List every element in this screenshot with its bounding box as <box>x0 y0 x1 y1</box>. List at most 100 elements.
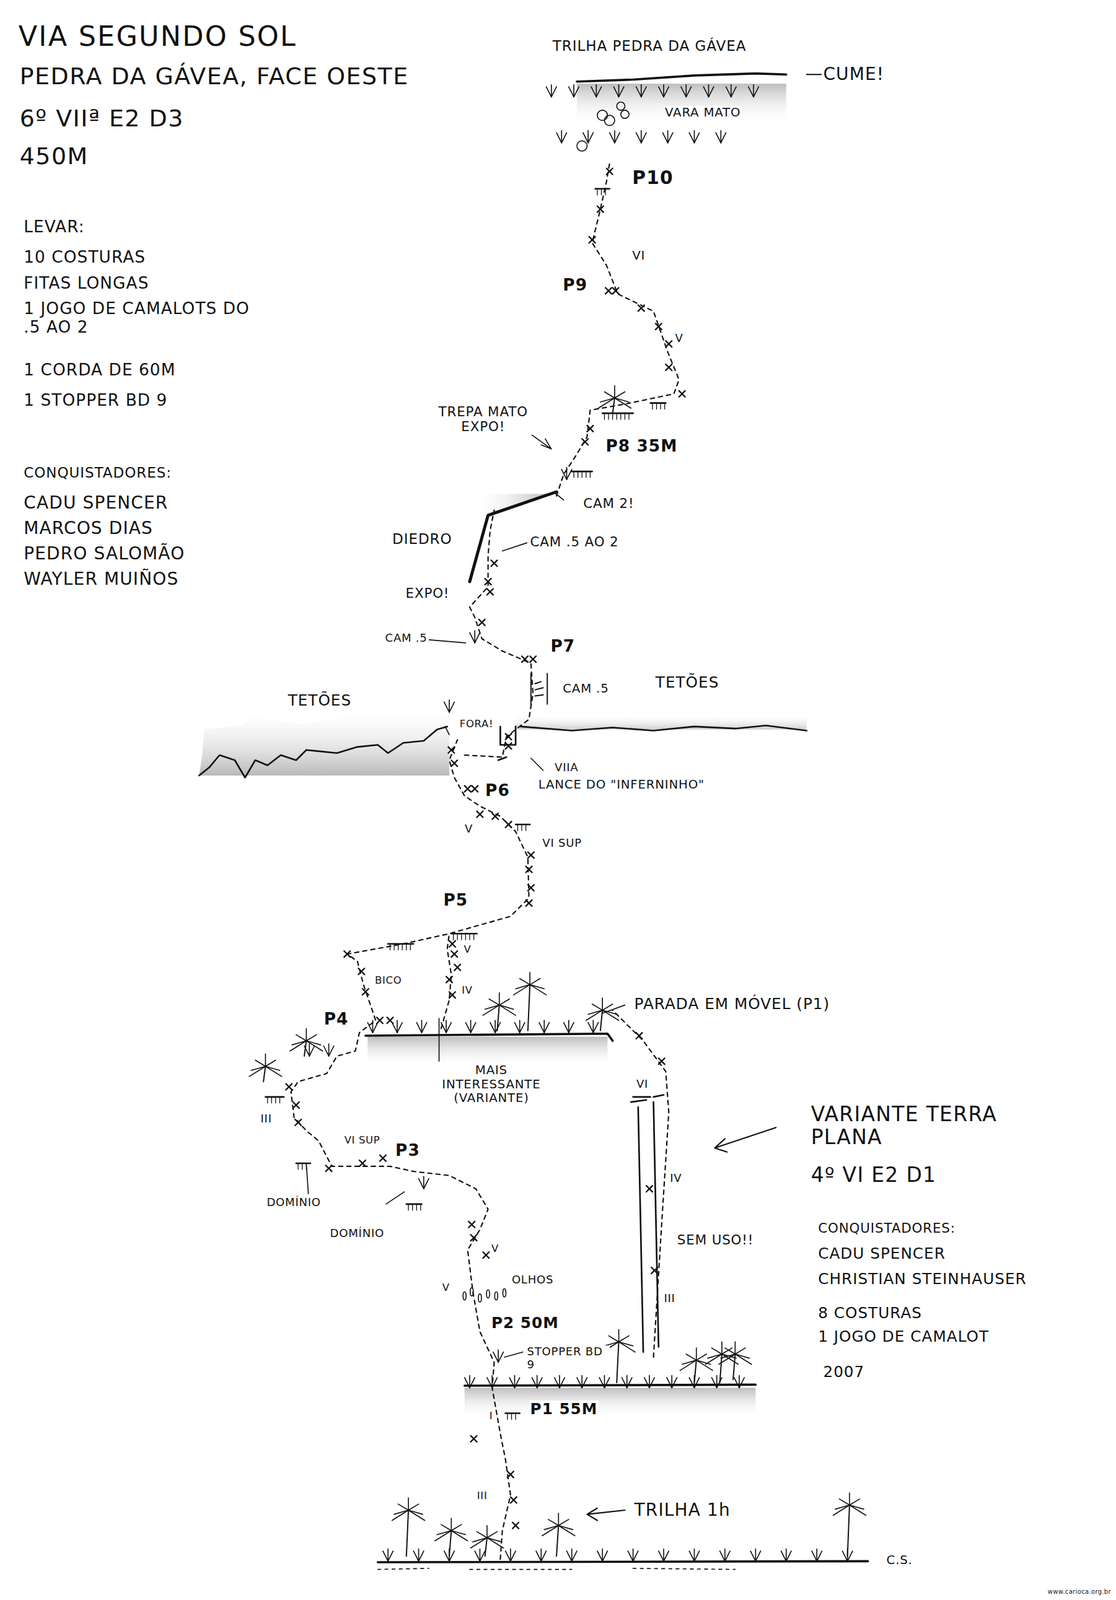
stroke <box>521 824 522 831</box>
stroke <box>468 1221 475 1229</box>
stroke <box>421 1023 427 1033</box>
stroke <box>612 413 613 420</box>
stroke <box>526 866 533 874</box>
stroke <box>526 900 533 907</box>
topo-note: STOPPER BD 9 <box>526 1345 611 1372</box>
stroke <box>479 1551 485 1562</box>
stroke <box>293 1102 300 1109</box>
stroke <box>451 933 477 936</box>
stroke <box>408 1510 423 1516</box>
topo-note: TREPA MATO EXPO! <box>430 404 536 435</box>
stroke <box>750 1551 756 1562</box>
stroke <box>694 1551 699 1562</box>
stroke <box>517 824 519 831</box>
stroke <box>527 852 535 859</box>
stroke <box>296 1034 307 1042</box>
stroke <box>514 1378 520 1389</box>
stroke <box>664 403 665 410</box>
stroke <box>512 1523 519 1530</box>
belay-label: P4 <box>322 1010 351 1029</box>
topo-note: V <box>462 944 473 957</box>
topo-note: 4º VI E2 D1 <box>809 1163 939 1188</box>
topo-note: DOMÍNIO <box>329 1227 386 1241</box>
stroke <box>461 933 462 941</box>
stroke <box>696 1354 707 1361</box>
stroke <box>641 86 647 97</box>
stroke <box>506 1414 508 1421</box>
stroke <box>519 979 530 986</box>
stroke <box>449 941 456 948</box>
stroke <box>734 1354 752 1365</box>
stroke <box>490 1023 496 1033</box>
stroke <box>423 1179 429 1190</box>
stroke <box>454 964 461 972</box>
stroke <box>689 1378 695 1389</box>
stroke <box>544 1526 559 1531</box>
stroke <box>644 1378 650 1389</box>
stroke <box>304 1046 310 1057</box>
stroke <box>301 1163 303 1170</box>
stroke <box>265 1054 267 1068</box>
topo-note: PARADA EM MÓVEL (P1) <box>633 995 832 1014</box>
topo-note: III <box>475 1490 489 1503</box>
stroke <box>663 86 669 97</box>
stroke <box>470 1234 478 1242</box>
stroke <box>413 1551 419 1562</box>
stroke <box>367 1023 373 1033</box>
stroke <box>510 1497 517 1504</box>
stroke <box>279 1097 281 1104</box>
topo-note: V <box>441 1282 452 1295</box>
stroke <box>614 397 631 408</box>
stroke <box>526 900 533 907</box>
stroke <box>470 1538 488 1549</box>
stroke <box>471 785 478 792</box>
stroke <box>614 397 629 403</box>
stroke <box>721 1342 723 1355</box>
topo-note: OLHOS <box>510 1274 555 1288</box>
stroke <box>602 1010 617 1015</box>
stroke <box>734 1354 750 1359</box>
stroke <box>568 86 574 97</box>
stroke <box>509 1378 515 1389</box>
stroke <box>604 392 615 399</box>
stroke <box>410 944 411 951</box>
stroke <box>449 992 456 999</box>
stroke <box>267 1097 268 1104</box>
stroke <box>297 1163 299 1170</box>
stroke <box>511 1414 512 1421</box>
stroke <box>526 866 533 874</box>
stroke <box>589 471 591 478</box>
stroke <box>527 884 535 892</box>
stroke <box>464 785 471 792</box>
stroke <box>406 1510 409 1557</box>
topo-note: VI SUP <box>540 837 584 851</box>
stroke <box>598 397 615 408</box>
stroke <box>492 813 499 820</box>
stroke <box>448 747 455 754</box>
stroke <box>265 1096 284 1099</box>
stroke <box>665 364 672 371</box>
stroke <box>586 425 594 432</box>
stroke <box>656 403 657 410</box>
stroke <box>469 1378 475 1389</box>
stroke <box>596 188 598 196</box>
stroke <box>408 1510 425 1521</box>
stroke <box>655 323 662 330</box>
stroke <box>588 132 594 143</box>
stroke <box>255 1060 266 1068</box>
stroke <box>495 1023 501 1033</box>
stroke <box>537 1378 543 1389</box>
stroke <box>329 1046 334 1057</box>
stroke <box>393 944 395 951</box>
belay-label: P5 <box>441 891 470 910</box>
stroke <box>811 1551 817 1562</box>
stroke <box>724 1551 730 1562</box>
stroke <box>505 821 512 828</box>
stroke <box>482 1252 489 1259</box>
topo-note: CAM .5 <box>561 682 610 697</box>
stroke <box>591 86 597 97</box>
topo-note: CONQUISTADORES: <box>22 464 173 482</box>
stroke <box>492 813 499 820</box>
stroke <box>612 288 620 295</box>
topo-note: CADU SPENCER <box>816 1245 947 1263</box>
